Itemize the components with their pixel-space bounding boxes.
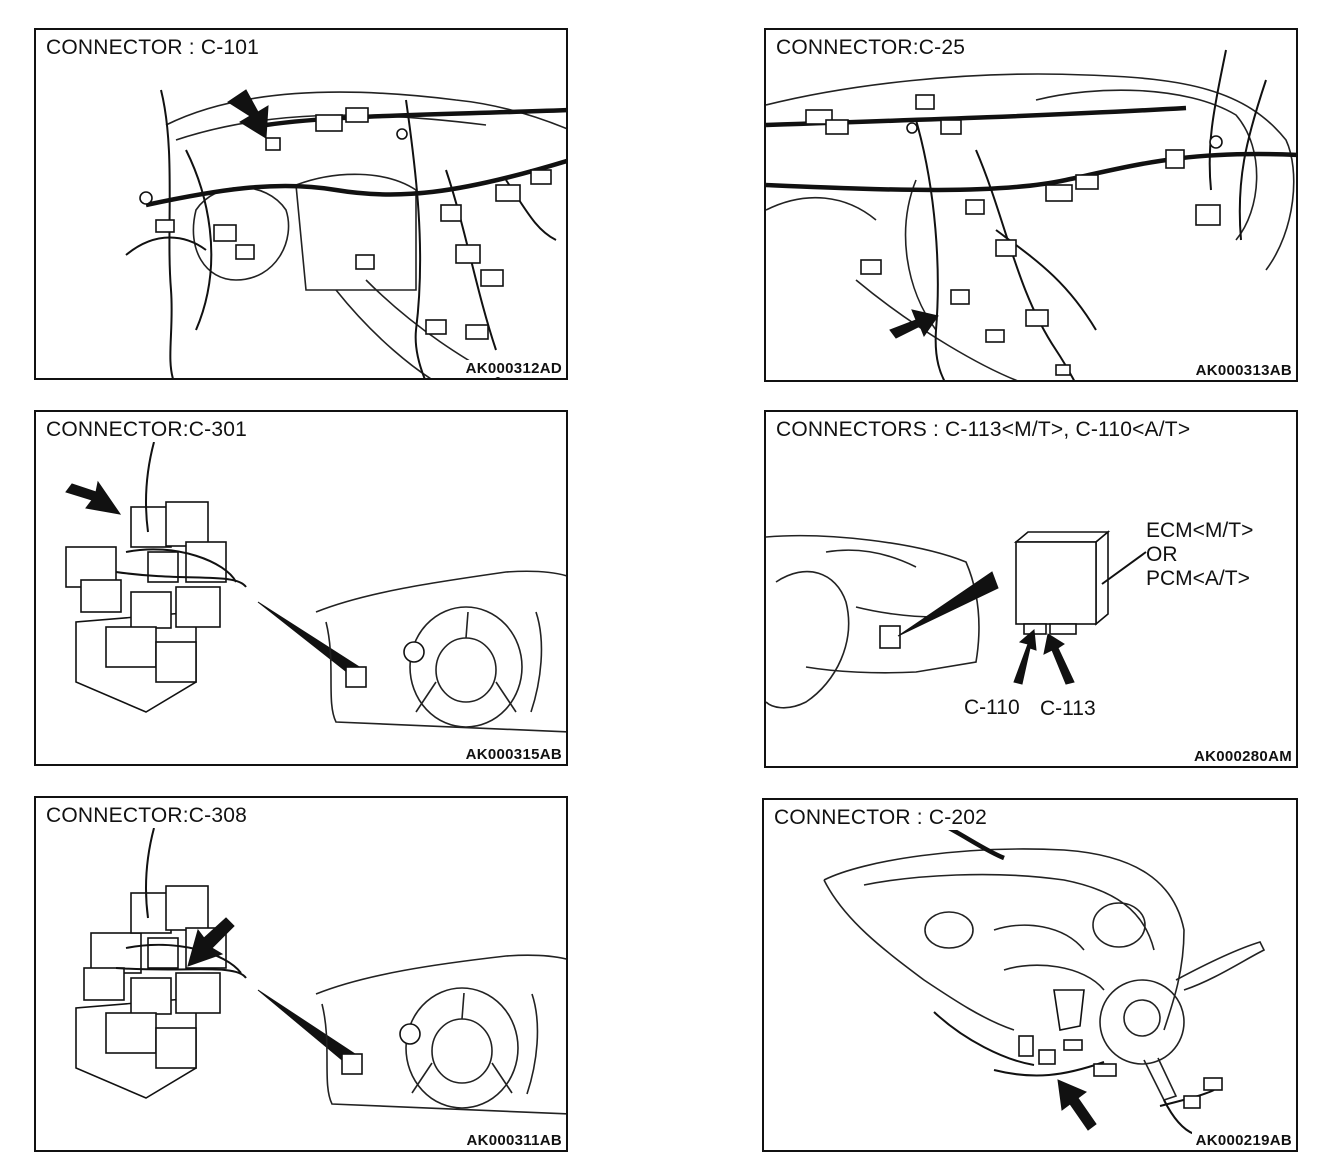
dashboard-harness-diagram bbox=[125, 89, 566, 378]
connector-label-c113: C-113 bbox=[1040, 697, 1096, 721]
panel-title: CONNECTOR:C-301 bbox=[46, 418, 253, 442]
figure-reference: AK000280AM bbox=[1189, 748, 1292, 765]
module-label-line: PCM<A/T> bbox=[1146, 567, 1250, 590]
dashboard-harness-diagram bbox=[766, 49, 1296, 380]
connector-panel-c113-c110: CONNECTORS : C-113<M/T>, C-110<A/T> ECM<… bbox=[764, 410, 1298, 768]
panel-title: CONNECTORS : C-113<M/T>, C-110<A/T> bbox=[776, 418, 1197, 442]
module-label: ECM<M/T> OR PCM<A/T> bbox=[1146, 519, 1253, 591]
junction-block-icon bbox=[75, 827, 247, 1099]
connector-label-c110: C-110 bbox=[964, 696, 1020, 720]
connector-panel-c301: CONNECTOR:C-301 AK000315AB bbox=[34, 410, 568, 766]
steering-wheel-icon bbox=[1003, 941, 1266, 1101]
wiring-harness-icon bbox=[145, 158, 566, 208]
panel-title: CONNECTOR : C-202 bbox=[774, 806, 994, 830]
steering-wheel-icon bbox=[405, 987, 519, 1109]
pointer-arrow-icon bbox=[187, 917, 235, 967]
panel-title: CONNECTOR:C-25 bbox=[776, 36, 972, 60]
junction-block-icon bbox=[65, 441, 247, 713]
figure-reference: AK000311AB bbox=[462, 1132, 562, 1149]
callout-wedge bbox=[897, 571, 999, 637]
connector-panel-c202: CONNECTOR : C-202 AK000219AB bbox=[762, 798, 1298, 1152]
figure-reference: AK000315AB bbox=[461, 746, 562, 763]
pointer-arrow-icon bbox=[889, 309, 939, 339]
module-label-line: ECM<M/T> bbox=[1146, 519, 1254, 542]
connector-panel-c101: CONNECTOR : C-101 AK000312AD bbox=[34, 28, 568, 380]
connector-panel-c308: CONNECTOR:C-308 AK000311AB bbox=[34, 796, 568, 1152]
module-label-line: OR bbox=[1146, 543, 1178, 566]
figure-reference: AK000312AD bbox=[461, 360, 562, 377]
pointer-arrow-icon bbox=[1013, 628, 1037, 685]
panel-title: CONNECTOR : C-101 bbox=[46, 36, 266, 60]
junction-block-diagram bbox=[65, 441, 566, 733]
junction-block-diagram bbox=[75, 827, 566, 1115]
figure-reference: AK000313AB bbox=[1191, 362, 1292, 379]
ecm-location-diagram bbox=[766, 530, 1147, 709]
steering-column-diagram bbox=[823, 817, 1266, 1135]
panel-title: CONNECTOR:C-308 bbox=[46, 804, 253, 828]
steering-wheel-icon bbox=[409, 606, 523, 728]
figure-reference: AK000219AB bbox=[1191, 1132, 1292, 1149]
pointer-arrow-icon bbox=[1043, 633, 1075, 685]
pointer-arrow-icon bbox=[1057, 1079, 1097, 1131]
ecu-module-icon bbox=[1013, 530, 1111, 635]
connector-panel-c25: CONNECTOR:C-25 AK000313AB bbox=[764, 28, 1298, 382]
pointer-arrow-icon bbox=[227, 89, 269, 139]
wiring-harness-icon bbox=[766, 151, 1296, 193]
pointer-arrow-icon bbox=[65, 480, 122, 515]
